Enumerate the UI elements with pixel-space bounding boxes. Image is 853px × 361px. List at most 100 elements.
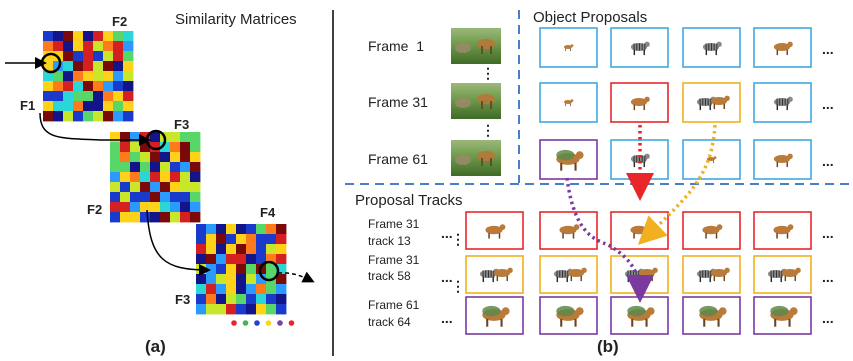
track-label-2-track: track 58: [368, 269, 411, 283]
matrix-cell: [196, 304, 207, 315]
animal-body: [485, 225, 503, 235]
frame-label-31: Frame 31: [368, 94, 428, 110]
track-label-3-frame: Frame 61: [368, 298, 420, 312]
matrix-cell: [120, 192, 131, 203]
matrix-cell: [93, 91, 104, 102]
matrix-cell: [160, 212, 171, 223]
vdots-tracks-1: ⋮: [451, 231, 465, 247]
matrix-cell: [180, 162, 191, 173]
matrix-cell: [190, 182, 201, 193]
matrix-cell: [246, 304, 257, 315]
matrix-cell: [63, 91, 74, 102]
matrix-cell: [120, 142, 131, 153]
matrix-cell: [93, 71, 104, 82]
animal-body: [630, 97, 648, 107]
animal-body: [567, 268, 585, 278]
matrix-cell: [130, 192, 141, 203]
matrix-cell: [73, 91, 84, 102]
track-box: [753, 255, 812, 294]
matrix-cell: [150, 182, 161, 193]
matrix-cell: [93, 41, 104, 52]
matrix-cell: [130, 202, 141, 213]
matrix-cell: [190, 192, 201, 203]
matrix-cell: [123, 81, 134, 92]
matrix-cell: [53, 111, 64, 122]
link-arrow-2: [146, 209, 211, 276]
animal-body: [710, 96, 728, 106]
matrix-cell: [93, 101, 104, 112]
frame-thumbnail: [451, 28, 501, 64]
matrix-cell: [196, 254, 207, 265]
matrix-cell: [256, 294, 267, 305]
matrix-cell: [140, 202, 151, 213]
similarity-matrix-f3-f4: [196, 224, 287, 315]
matrix-cell: [180, 192, 191, 203]
matrix-cell: [130, 132, 141, 143]
matrix-cell: [140, 162, 151, 173]
matrix-cell: [73, 71, 84, 82]
matrix-cell: [53, 81, 64, 92]
output-arrow: [277, 271, 315, 283]
track-label-1-track: track 13: [368, 234, 411, 248]
matrix-cell: [73, 61, 84, 72]
track-box: [465, 211, 524, 250]
matrix-cell: [73, 111, 84, 122]
matrix-cell: [63, 61, 74, 72]
matrix-cell: [180, 202, 191, 213]
object-proposal-box: [682, 139, 741, 180]
matrix-cell: [246, 294, 257, 305]
matrix-cell: [256, 224, 267, 235]
color-dot: [231, 320, 237, 326]
color-dot: [277, 320, 283, 326]
matrix-cell: [206, 304, 217, 315]
matrix-cell: [130, 152, 141, 163]
matrix-cell: [83, 111, 94, 122]
track-label-3-track: track 64: [368, 315, 411, 329]
matrix-cell: [43, 91, 54, 102]
object-proposal-box: [610, 139, 669, 180]
matrix-cell: [276, 274, 287, 285]
object-proposal-box: [539, 139, 598, 180]
matrix-cell: [196, 274, 207, 285]
matrix-cell: [266, 294, 277, 305]
matrix-cell: [83, 51, 94, 62]
matrix-cell: [113, 51, 124, 62]
animal-body: [773, 42, 791, 52]
matrix-cell: [190, 132, 201, 143]
matrix-cell: [276, 224, 287, 235]
highlight-circle-1: [40, 52, 62, 74]
matrix-cell: [190, 172, 201, 183]
link-arrow-1: [39, 112, 151, 146]
track-box: [539, 296, 598, 335]
matrix-cell: [206, 274, 217, 285]
track-trailing-ellipsis: ...: [822, 310, 834, 326]
similarity-matrix-f1-f2: [43, 31, 134, 122]
matrix-cell: [236, 284, 247, 295]
object-proposal-box: [539, 82, 598, 123]
matrix-cell: [246, 224, 257, 235]
matrix-cell: [63, 81, 74, 92]
matrix-cell: [110, 192, 121, 203]
similarity-matrix-f2-f3: [110, 132, 201, 223]
proposal-track-grid: ..................: [441, 211, 834, 335]
matrix-cell: [120, 212, 131, 223]
matrix-cell: [53, 71, 64, 82]
highlight-circle-2: [145, 129, 167, 151]
caption-a: (a): [145, 337, 166, 356]
matrix-cell: [150, 212, 161, 223]
matrix-cell: [226, 234, 237, 245]
matrix-cell: [73, 41, 84, 52]
matrix-cell: [130, 142, 141, 153]
matrix-cell: [110, 182, 121, 193]
animal-body: [781, 268, 799, 278]
matrix-cell: [93, 111, 104, 122]
matrix-cell: [140, 172, 151, 183]
row-ellipsis: ...: [822, 41, 834, 57]
matrix-cell: [196, 284, 207, 295]
object-proposal-box: [682, 82, 741, 123]
matrix-cell: [113, 91, 124, 102]
matrix-cell: [53, 101, 64, 112]
matrix-cell: [123, 41, 134, 52]
animal-body: [493, 268, 511, 278]
track-box: [539, 211, 598, 250]
